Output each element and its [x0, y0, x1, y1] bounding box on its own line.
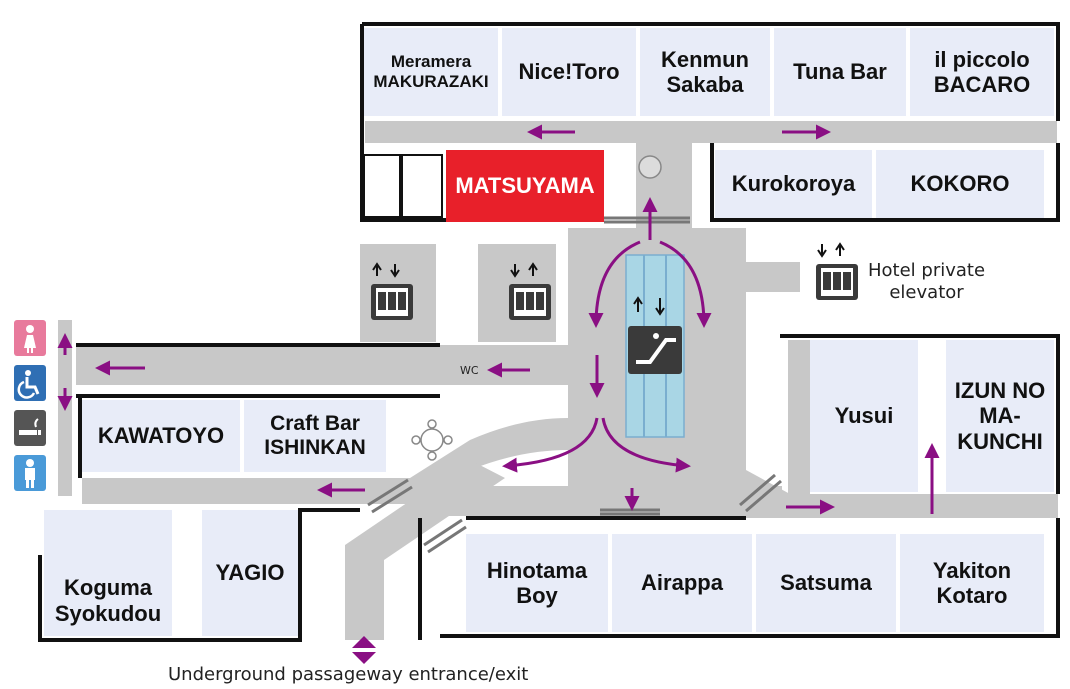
escalator — [625, 254, 685, 438]
store-koguma-label: Koguma Syokudou — [54, 575, 162, 626]
store-meramera[interactable]: Meramera MAKURAZAKI — [364, 28, 498, 116]
store-meramera-label: Meramera MAKURAZAKI — [373, 52, 489, 91]
direction-arrows — [57, 124, 940, 515]
store-matsuyama[interactable]: MATSUYAMA — [446, 150, 604, 222]
hotel-elevator-icon — [816, 242, 858, 300]
seating-area-icon — [411, 419, 453, 461]
accessible-restroom-icon — [14, 365, 46, 401]
store-matsuyama-label: MATSUYAMA — [455, 173, 595, 199]
store-ilpiccolo-label: il piccolo BACARO — [933, 46, 1031, 97]
elevator-icon — [371, 262, 413, 320]
store-hinotama-label: Hinotama Boy — [486, 557, 588, 608]
store-izun-label: IZUN NO MA- KUNCHI — [954, 378, 1046, 454]
small-rooms — [363, 154, 443, 218]
store-craftbar-label: Craft Bar ISHINKAN — [264, 411, 366, 459]
walls — [38, 22, 1060, 642]
store-tunabar[interactable]: Tuna Bar — [774, 28, 906, 116]
store-kenmun-label: Kenmun Sakaba — [661, 46, 749, 97]
store-satsuma-label: Satsuma — [780, 570, 872, 596]
store-kenmun[interactable]: Kenmun Sakaba — [640, 28, 770, 116]
store-yagio-label: YAGIO — [215, 560, 285, 586]
store-kurokoroya[interactable]: Kurokoroya — [715, 150, 872, 218]
wc-label: WC — [460, 364, 479, 377]
store-nicetoro[interactable]: Nice!Toro — [502, 28, 636, 116]
store-airappa-label: Airappa — [641, 570, 723, 596]
store-kawatoyo[interactable]: KAWATOYO — [82, 400, 240, 472]
store-yagio[interactable]: YAGIO — [202, 510, 298, 636]
underground-exit-label: Underground passageway entrance/exit — [168, 664, 529, 685]
store-yusui[interactable]: Yusui — [810, 340, 918, 492]
store-kokoro[interactable]: KOKORO — [876, 150, 1044, 218]
store-yakiton[interactable]: Yakiton Kotaro — [900, 534, 1044, 632]
store-kurokoroya-label: Kurokoroya — [731, 171, 856, 197]
elevator-icon — [509, 262, 551, 320]
store-tunabar-label: Tuna Bar — [793, 59, 887, 85]
pillar — [638, 155, 662, 179]
womens-restroom-icon — [14, 320, 46, 356]
store-koguma[interactable]: Koguma Syokudou — [44, 510, 172, 636]
hotel-elevator-label: Hotel private elevator — [868, 260, 986, 303]
store-kokoro-label: KOKORO — [910, 171, 1010, 197]
store-kawatoyo-label: KAWATOYO — [97, 423, 225, 449]
store-yakiton-label: Yakiton Kotaro — [932, 557, 1012, 608]
store-izun[interactable]: IZUN NO MA- KUNCHI — [946, 340, 1054, 492]
store-ilpiccolo[interactable]: il piccolo BACARO — [910, 28, 1054, 116]
store-airappa[interactable]: Airappa — [612, 534, 752, 632]
store-satsuma[interactable]: Satsuma — [756, 534, 896, 632]
store-hinotama[interactable]: Hinotama Boy — [466, 534, 608, 632]
store-yusui-label: Yusui — [834, 403, 894, 429]
store-craftbar[interactable]: Craft Bar ISHINKAN — [244, 400, 386, 472]
underground-exit-icon — [352, 636, 376, 664]
smoking-area-icon — [14, 410, 46, 446]
mens-restroom-icon — [14, 455, 46, 491]
store-nicetoro-label: Nice!Toro — [518, 59, 620, 85]
door-marks — [367, 216, 782, 554]
